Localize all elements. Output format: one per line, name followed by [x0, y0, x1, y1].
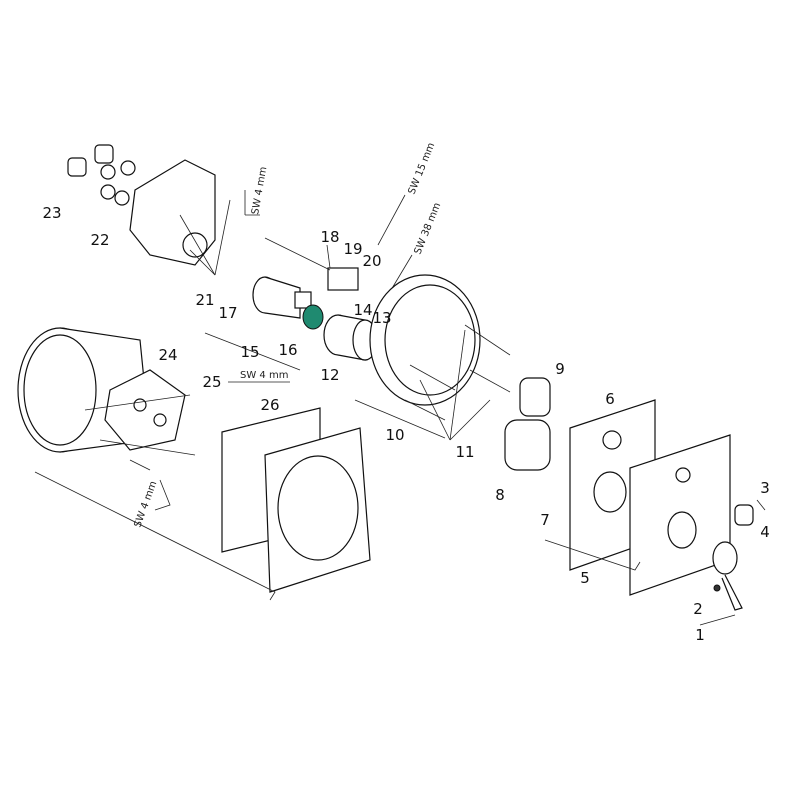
label-20: 20: [362, 252, 381, 270]
label-10: 10: [385, 426, 404, 444]
label-13: 13: [372, 309, 391, 327]
label-17: 17: [218, 304, 237, 322]
label-9: 9: [555, 360, 565, 378]
label-15: 15: [240, 343, 259, 361]
sleeve: [323, 314, 378, 361]
lever-handle: [712, 541, 743, 611]
allen-key-lower-icon: [154, 479, 171, 511]
tool-label-sw38: SW 38 mm: [413, 201, 444, 256]
wrench-15: [377, 194, 406, 246]
label-16: 16: [278, 341, 297, 359]
label-14: 14: [353, 301, 372, 319]
allen-key-icon: [244, 190, 260, 216]
extension-8: [504, 419, 551, 471]
label-12: 12: [320, 366, 339, 384]
label-7: 7: [540, 511, 550, 529]
tool-label-sw15: SW 15 mm: [407, 141, 438, 196]
check-valve: [327, 267, 359, 291]
round-plate: [369, 274, 481, 406]
highlighted-ring: [302, 304, 324, 330]
leader-lines: [34, 199, 766, 626]
label-4: 4: [760, 523, 770, 541]
mounting-block: [84, 369, 196, 471]
label-19: 19: [343, 240, 362, 258]
label-25: 25: [202, 373, 221, 391]
knob: [734, 504, 754, 526]
tool-label-sw4-lower: SW 4 mm: [132, 480, 159, 529]
label-18: 18: [320, 228, 339, 246]
label-2: 2: [693, 600, 703, 618]
label-11: 11: [455, 443, 474, 461]
part-number-labels: 1 2 3 4 5 6 7 8 9 10 11 12 13 14 15 16 1…: [42, 204, 769, 644]
spindle: [264, 237, 331, 271]
screw-2: [713, 584, 721, 592]
cover-plate: [629, 434, 731, 596]
label-6: 6: [605, 390, 615, 408]
label-23: 23: [42, 204, 61, 222]
tool-label-sw4-vertical: SW 4 mm: [250, 166, 269, 216]
label-26: 26: [260, 396, 279, 414]
cartridge: [252, 276, 312, 319]
label-8: 8: [495, 486, 505, 504]
label-24: 24: [158, 346, 177, 364]
square-frame: [221, 407, 371, 593]
tool-label-sw4-horizontal: SW 4 mm: [240, 370, 288, 381]
label-3: 3: [760, 479, 770, 497]
label-22: 22: [90, 231, 109, 249]
extension-9: [519, 377, 551, 417]
label-21: 21: [195, 291, 214, 309]
label-5: 5: [580, 569, 590, 587]
label-1: 1: [695, 626, 705, 644]
